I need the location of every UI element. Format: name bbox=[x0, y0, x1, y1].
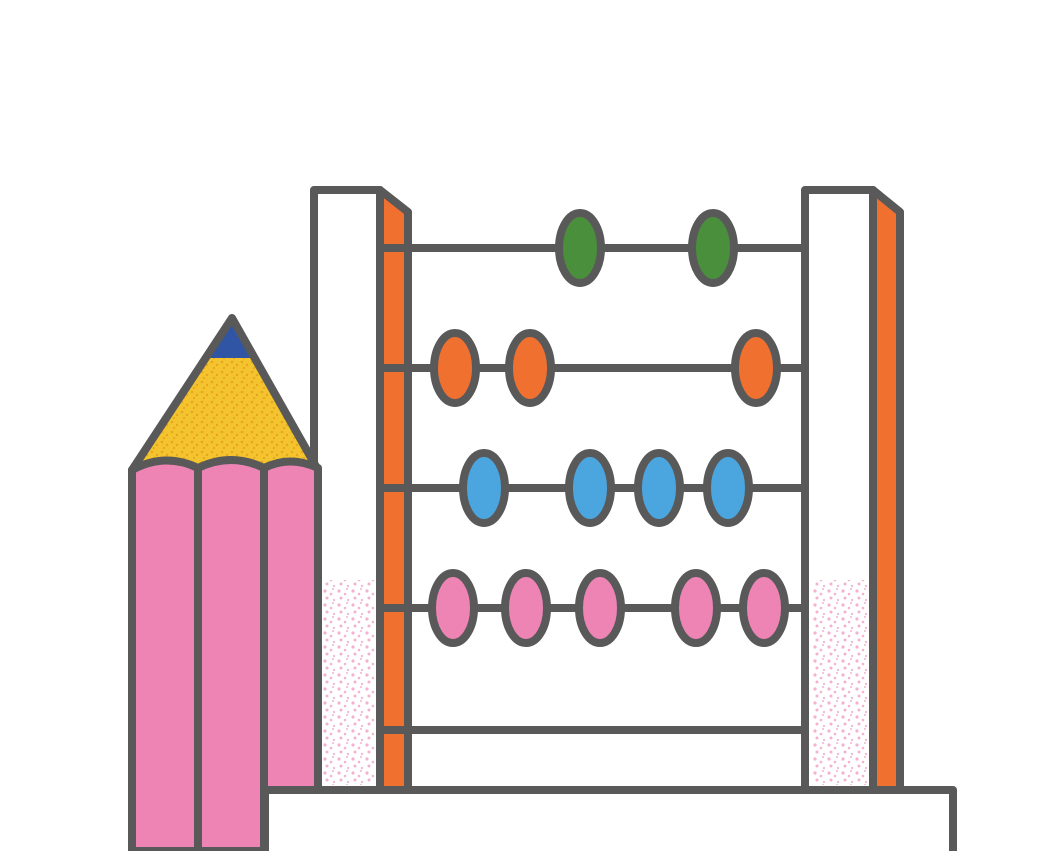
abacus-rods bbox=[380, 209, 805, 647]
abacus-bead bbox=[671, 569, 721, 647]
abacus-row-1 bbox=[380, 209, 805, 287]
abacus-right-post bbox=[801, 186, 904, 804]
abacus-bead bbox=[501, 569, 551, 647]
abacus-bead bbox=[459, 449, 509, 527]
abacus-bead bbox=[565, 449, 615, 527]
abacus-bead bbox=[731, 329, 781, 407]
abacus-left-post bbox=[310, 186, 412, 804]
abacus-bead bbox=[428, 569, 478, 647]
abacus-bead bbox=[430, 329, 480, 407]
abacus-bead bbox=[505, 329, 555, 407]
abacus-row-3 bbox=[380, 449, 805, 527]
abacus-bead bbox=[703, 449, 753, 527]
abacus-bead bbox=[634, 449, 684, 527]
abacus-bead bbox=[688, 209, 738, 287]
abacus-row-2 bbox=[380, 329, 805, 407]
abacus-bead bbox=[575, 569, 625, 647]
abacus-bead bbox=[739, 569, 789, 647]
abacus-row-4 bbox=[380, 569, 805, 647]
abacus-bead bbox=[555, 209, 605, 287]
abacus-base bbox=[261, 786, 957, 851]
pencil bbox=[128, 314, 322, 851]
